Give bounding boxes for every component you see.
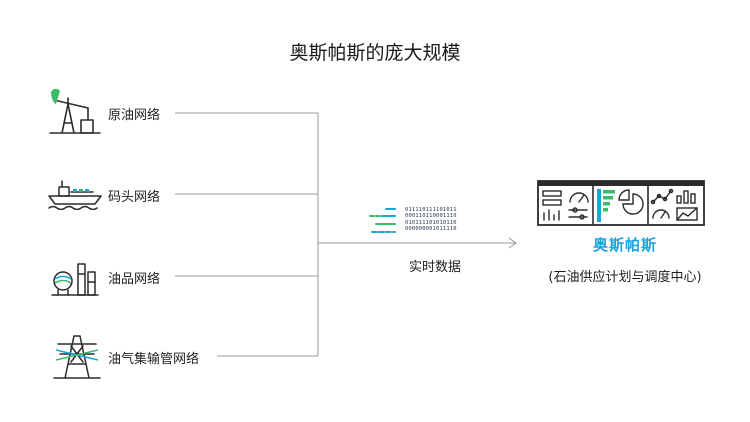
binary-line: 010111101010110 — [405, 219, 457, 226]
source-label-pipeline: 油气集输管网络 — [108, 352, 200, 367]
destination-subtitle: (石油供应计划与调度中心) — [548, 270, 702, 285]
binary-line: 000110110001110 — [405, 213, 457, 220]
binary-line: 011110111101011 — [405, 207, 457, 213]
arrow-head-icon — [508, 237, 517, 249]
source-label-products: 油品网络 — [108, 272, 161, 287]
ship-icon — [48, 180, 102, 210]
diagram-title: 奥斯帕斯的庞大规模 — [289, 42, 461, 64]
oil-pump-icon — [49, 88, 101, 134]
source-label-crude: 原油网络 — [108, 108, 161, 123]
binary-line: 000000001011110 — [405, 226, 457, 233]
refinery-icon — [51, 263, 99, 296]
source-label-terminal: 码头网络 — [108, 190, 161, 205]
data-stream-icon — [369, 208, 396, 233]
destination-name: 奥斯帕斯 — [592, 236, 657, 254]
data-stream-label: 实时数据 — [408, 260, 461, 275]
dashboard-icon — [537, 180, 705, 226]
binary-code-block: 011110111101011 000110110001110 01011110… — [405, 207, 457, 233]
power-tower-icon — [53, 335, 101, 379]
